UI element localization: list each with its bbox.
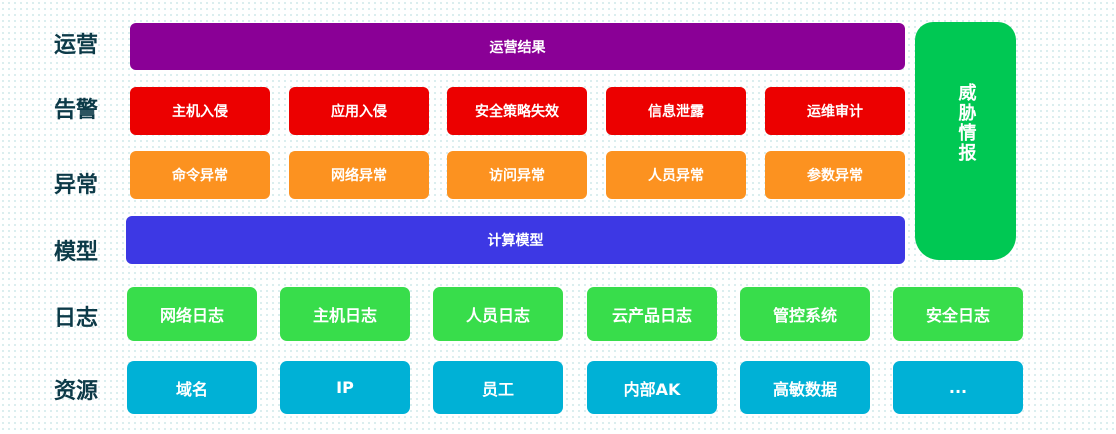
log-box: 安全日志 (893, 287, 1023, 341)
layer-label-model: 模型 (53, 240, 98, 265)
log-box: 管控系统 (740, 287, 870, 341)
threat-intel-box: 威胁情报 (915, 22, 1016, 260)
anomaly-box: 参数异常 (765, 151, 905, 199)
resource-box: ... (893, 361, 1023, 414)
log-box: 云产品日志 (587, 287, 717, 341)
resource-box: 内部AK (587, 361, 717, 414)
log-box: 网络日志 (127, 287, 257, 341)
anomaly-box: 网络异常 (289, 151, 429, 199)
layer-label-alert: 告警 (53, 98, 98, 123)
anomaly-box: 人员异常 (606, 151, 746, 199)
alert-box: 主机入侵 (130, 87, 270, 135)
alert-box: 信息泄露 (606, 87, 746, 135)
ops-result-bar: 运营结果 (130, 23, 905, 70)
alert-box: 应用入侵 (289, 87, 429, 135)
threat-intel-label: 威胁情报 (955, 83, 977, 163)
layer-label-log: 日志 (53, 306, 98, 331)
alert-box: 安全策略失效 (447, 87, 587, 135)
layer-label-ops: 运营 (53, 33, 98, 58)
resource-box: 域名 (127, 361, 257, 414)
resource-box: IP (280, 361, 410, 414)
layer-label-resource: 资源 (53, 379, 98, 404)
log-box: 人员日志 (433, 287, 563, 341)
anomaly-box: 命令异常 (130, 151, 270, 199)
alert-box: 运维审计 (765, 87, 905, 135)
log-box: 主机日志 (280, 287, 410, 341)
anomaly-box: 访问异常 (447, 151, 587, 199)
layer-label-anomaly: 异常 (53, 173, 98, 198)
resource-box: 高敏数据 (740, 361, 870, 414)
resource-box: 员工 (433, 361, 563, 414)
compute-model-bar: 计算模型 (126, 216, 905, 264)
